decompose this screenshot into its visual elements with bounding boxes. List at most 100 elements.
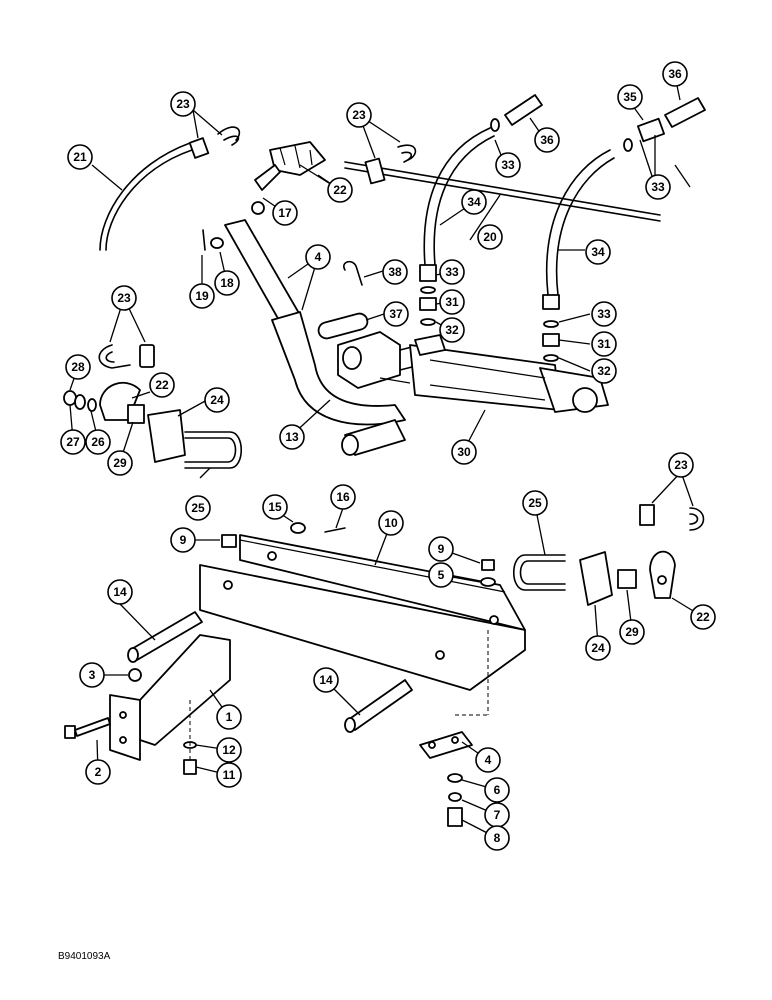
svg-text:19: 19 — [195, 289, 209, 303]
svg-text:23: 23 — [176, 97, 190, 111]
callout-9-left: 9 — [170, 527, 196, 553]
nut-9-right — [481, 559, 495, 571]
callout-29-left: 29 — [107, 450, 133, 476]
svg-text:38: 38 — [388, 265, 402, 279]
svg-text:22: 22 — [696, 610, 710, 624]
svg-text:28: 28 — [71, 360, 85, 374]
callout-13: 13 — [279, 424, 305, 450]
svg-text:18: 18 — [220, 276, 234, 290]
svg-text:4: 4 — [315, 250, 322, 264]
svg-text:16: 16 — [336, 490, 350, 504]
coupler-36-right — [664, 97, 706, 128]
svg-text:9: 9 — [180, 533, 187, 547]
callout-23-left: 23 — [111, 285, 137, 311]
fittings-right — [542, 294, 560, 362]
callout-22-left: 22 — [149, 372, 175, 398]
svg-text:23: 23 — [352, 108, 366, 122]
svg-text:21: 21 — [73, 150, 87, 164]
callout-22-upper: 22 — [327, 177, 353, 203]
washer-15 — [290, 522, 306, 534]
hydraulic-cylinder-30 — [379, 334, 609, 413]
callout-22-right: 22 — [690, 604, 716, 630]
washer-5 — [480, 577, 496, 587]
washer-6 — [447, 773, 463, 783]
svg-text:36: 36 — [668, 67, 682, 81]
callout-17: 17 — [272, 200, 298, 226]
pedal-13 — [317, 312, 406, 456]
callout-25-left: 25 — [185, 495, 211, 521]
u-bolt-25-left — [184, 431, 242, 469]
svg-text:34: 34 — [591, 245, 605, 259]
callout-33-left-fitting: 33 — [439, 259, 465, 285]
figure-code: B9401093A — [58, 951, 111, 962]
svg-text:17: 17 — [278, 206, 292, 220]
callout-21: 21 — [67, 144, 93, 170]
bracket-24-left — [147, 409, 186, 463]
svg-text:22: 22 — [333, 183, 347, 197]
svg-text:6: 6 — [494, 783, 501, 797]
callout-33-upper-right: 33 — [645, 174, 671, 200]
callout-8: 8 — [484, 825, 510, 851]
pin-38 — [343, 260, 363, 286]
callout-31-left: 31 — [439, 289, 465, 315]
callout-6: 6 — [484, 777, 510, 803]
svg-text:26: 26 — [91, 435, 105, 449]
callout-28: 28 — [65, 354, 91, 380]
callout-14-right: 14 — [313, 667, 339, 693]
callout-38: 38 — [382, 259, 408, 285]
callout-7: 7 — [484, 802, 510, 828]
svg-text:2: 2 — [95, 765, 102, 779]
cable-21 — [99, 142, 193, 251]
callout-24-right: 24 — [585, 635, 611, 661]
svg-text:33: 33 — [501, 158, 515, 172]
svg-text:36: 36 — [540, 133, 554, 147]
svg-text:15: 15 — [268, 500, 282, 514]
u-bolt-25-right — [513, 554, 566, 591]
svg-text:4: 4 — [485, 753, 492, 767]
coupler-35 — [623, 117, 665, 152]
svg-text:31: 31 — [597, 337, 611, 351]
svg-text:25: 25 — [528, 496, 542, 510]
bolt-2 — [64, 717, 111, 739]
callout-3: 3 — [79, 662, 105, 688]
svg-text:12: 12 — [222, 743, 236, 757]
svg-text:29: 29 — [113, 456, 127, 470]
fittings-left — [419, 264, 437, 326]
lever-plate-4 — [224, 219, 406, 426]
bushing-29-left — [127, 404, 145, 424]
svg-text:20: 20 — [483, 230, 497, 244]
callout-37: 37 — [383, 301, 409, 327]
clevis-block — [337, 331, 421, 389]
callout-2: 2 — [85, 759, 111, 785]
svg-text:37: 37 — [389, 307, 403, 321]
lock-washer-7 — [448, 792, 462, 802]
svg-text:33: 33 — [597, 307, 611, 321]
yoke-22-upper — [269, 141, 326, 176]
svg-text:1: 1 — [226, 710, 233, 724]
clamp-23-upper-middle — [364, 144, 417, 185]
callout-29-right: 29 — [619, 619, 645, 645]
svg-text:13: 13 — [285, 430, 299, 444]
callout-16: 16 — [330, 484, 356, 510]
callout-19: 19 — [189, 283, 215, 309]
hose-34-left — [423, 127, 495, 266]
callout-34-right: 34 — [585, 239, 611, 265]
callout-20: 20 — [477, 224, 503, 250]
svg-text:11: 11 — [223, 768, 236, 782]
svg-text:8: 8 — [494, 831, 501, 845]
bracket-24-right — [579, 551, 613, 606]
callout-36-middle: 36 — [534, 127, 560, 153]
hose-34-right — [546, 149, 615, 296]
svg-text:23: 23 — [674, 458, 688, 472]
callout-11: 11 — [216, 762, 242, 788]
svg-text:33: 33 — [445, 265, 459, 279]
stud-17 — [251, 164, 281, 215]
callout-34-left: 34 — [461, 189, 487, 215]
svg-text:7: 7 — [494, 808, 501, 822]
callout-36-right: 36 — [662, 61, 688, 87]
svg-text:10: 10 — [384, 516, 398, 530]
svg-text:31: 31 — [445, 295, 459, 309]
bushing-29-right — [617, 569, 637, 589]
svg-text:23: 23 — [117, 291, 131, 305]
